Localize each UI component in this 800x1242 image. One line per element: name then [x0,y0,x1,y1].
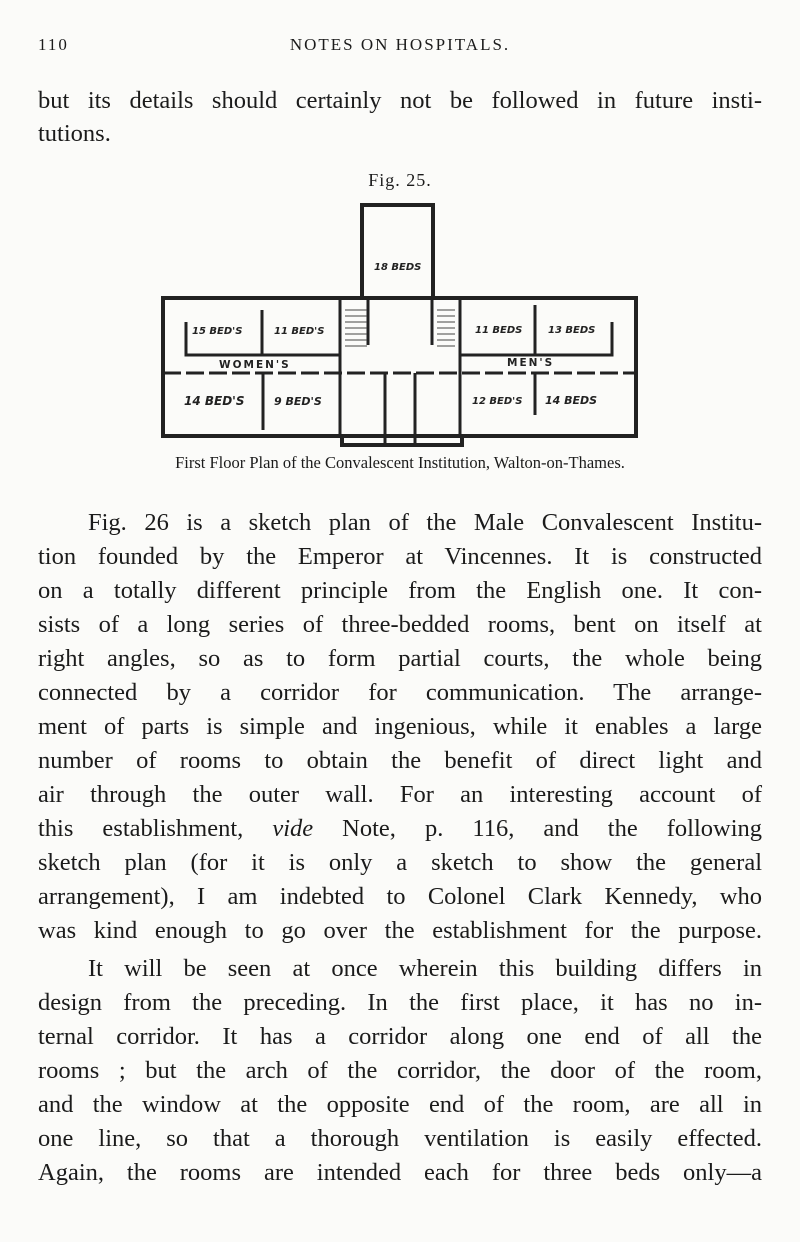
figure-caption: First Floor Plan of the Convalescent Ins… [175,453,625,472]
text-line: It will be seen at once wherein this bui… [88,955,762,982]
plan-label: 18 BEDS [374,262,421,273]
text-line: this establishment, vide Note, p. 116, a… [38,814,762,844]
text-line: ternal corridor. It has a corridor along… [38,1023,762,1050]
text-line: sists of a long series of three-bedded r… [38,611,762,638]
italic-vide: vide [272,815,314,842]
plan-label: 9 BED'S [274,395,322,408]
text-line: ment of parts is simple and ingenious, w… [38,713,762,740]
text-line: on a totally different principle from th… [38,577,762,604]
plan-label: 11 BED'S [274,326,324,337]
plan-label: 11 BEDS [475,325,522,336]
running-title: NOTES ON HOSPITALS. [289,35,511,54]
text-line: but its details should certainly not be … [38,87,762,114]
text-line: rooms ; but the arch of the corridor, th… [38,1057,762,1084]
text-line: connected by a corridor for communicatio… [38,679,762,706]
text-line: number of rooms to obtain the benefit of… [38,747,762,774]
text-line: right angles, so as to form partial cour… [38,645,762,672]
text-line: sketch plan (for it is only a sketch to … [38,849,762,876]
text-line: tutions. [38,120,111,147]
text-line: was kind enough to go over the establish… [38,917,762,944]
text-line: Again, the rooms are intended each for t… [38,1159,762,1186]
text-line: tion founded by the Emperor at Vincennes… [38,543,762,570]
plan-label: WOMEN'S [219,359,291,371]
text-line: air through the outer wall. For an inter… [38,781,762,808]
page-header: 110 NOTES ON HOSPITALS. [38,35,762,59]
page-number: 110 [38,35,69,54]
floor-plan: 18 BEDS 15 BED'S 11 BED'S 11 BEDS 13 BED… [161,203,638,447]
plan-label: 13 BEDS [548,325,595,336]
plan-label: 14 BEDS [545,394,597,407]
text-line: arrangement), I am indebted to Colonel C… [38,883,762,910]
text-line: Fig. 26 is a sketch plan of the Male Con… [88,509,762,536]
plan-label: 15 BED'S [192,326,242,337]
figure-title: Fig. 25. [368,170,432,190]
plan-centre-projection [340,436,464,447]
text-line: design from the preceding. In the first … [38,989,762,1016]
text-line: and the window at the opposite end of th… [38,1091,762,1118]
text-segment: Note, p. 116, and the following [313,815,763,842]
plan-top-wing [360,203,435,300]
text-line: one line, so that a thorough ventilation… [38,1125,762,1152]
plan-label: 14 BED'S [184,394,245,408]
text-segment: this establishment, [38,815,273,842]
plan-main-block [161,296,638,438]
plan-label: MEN'S [507,357,554,369]
plan-label: 12 BED'S [472,396,522,407]
